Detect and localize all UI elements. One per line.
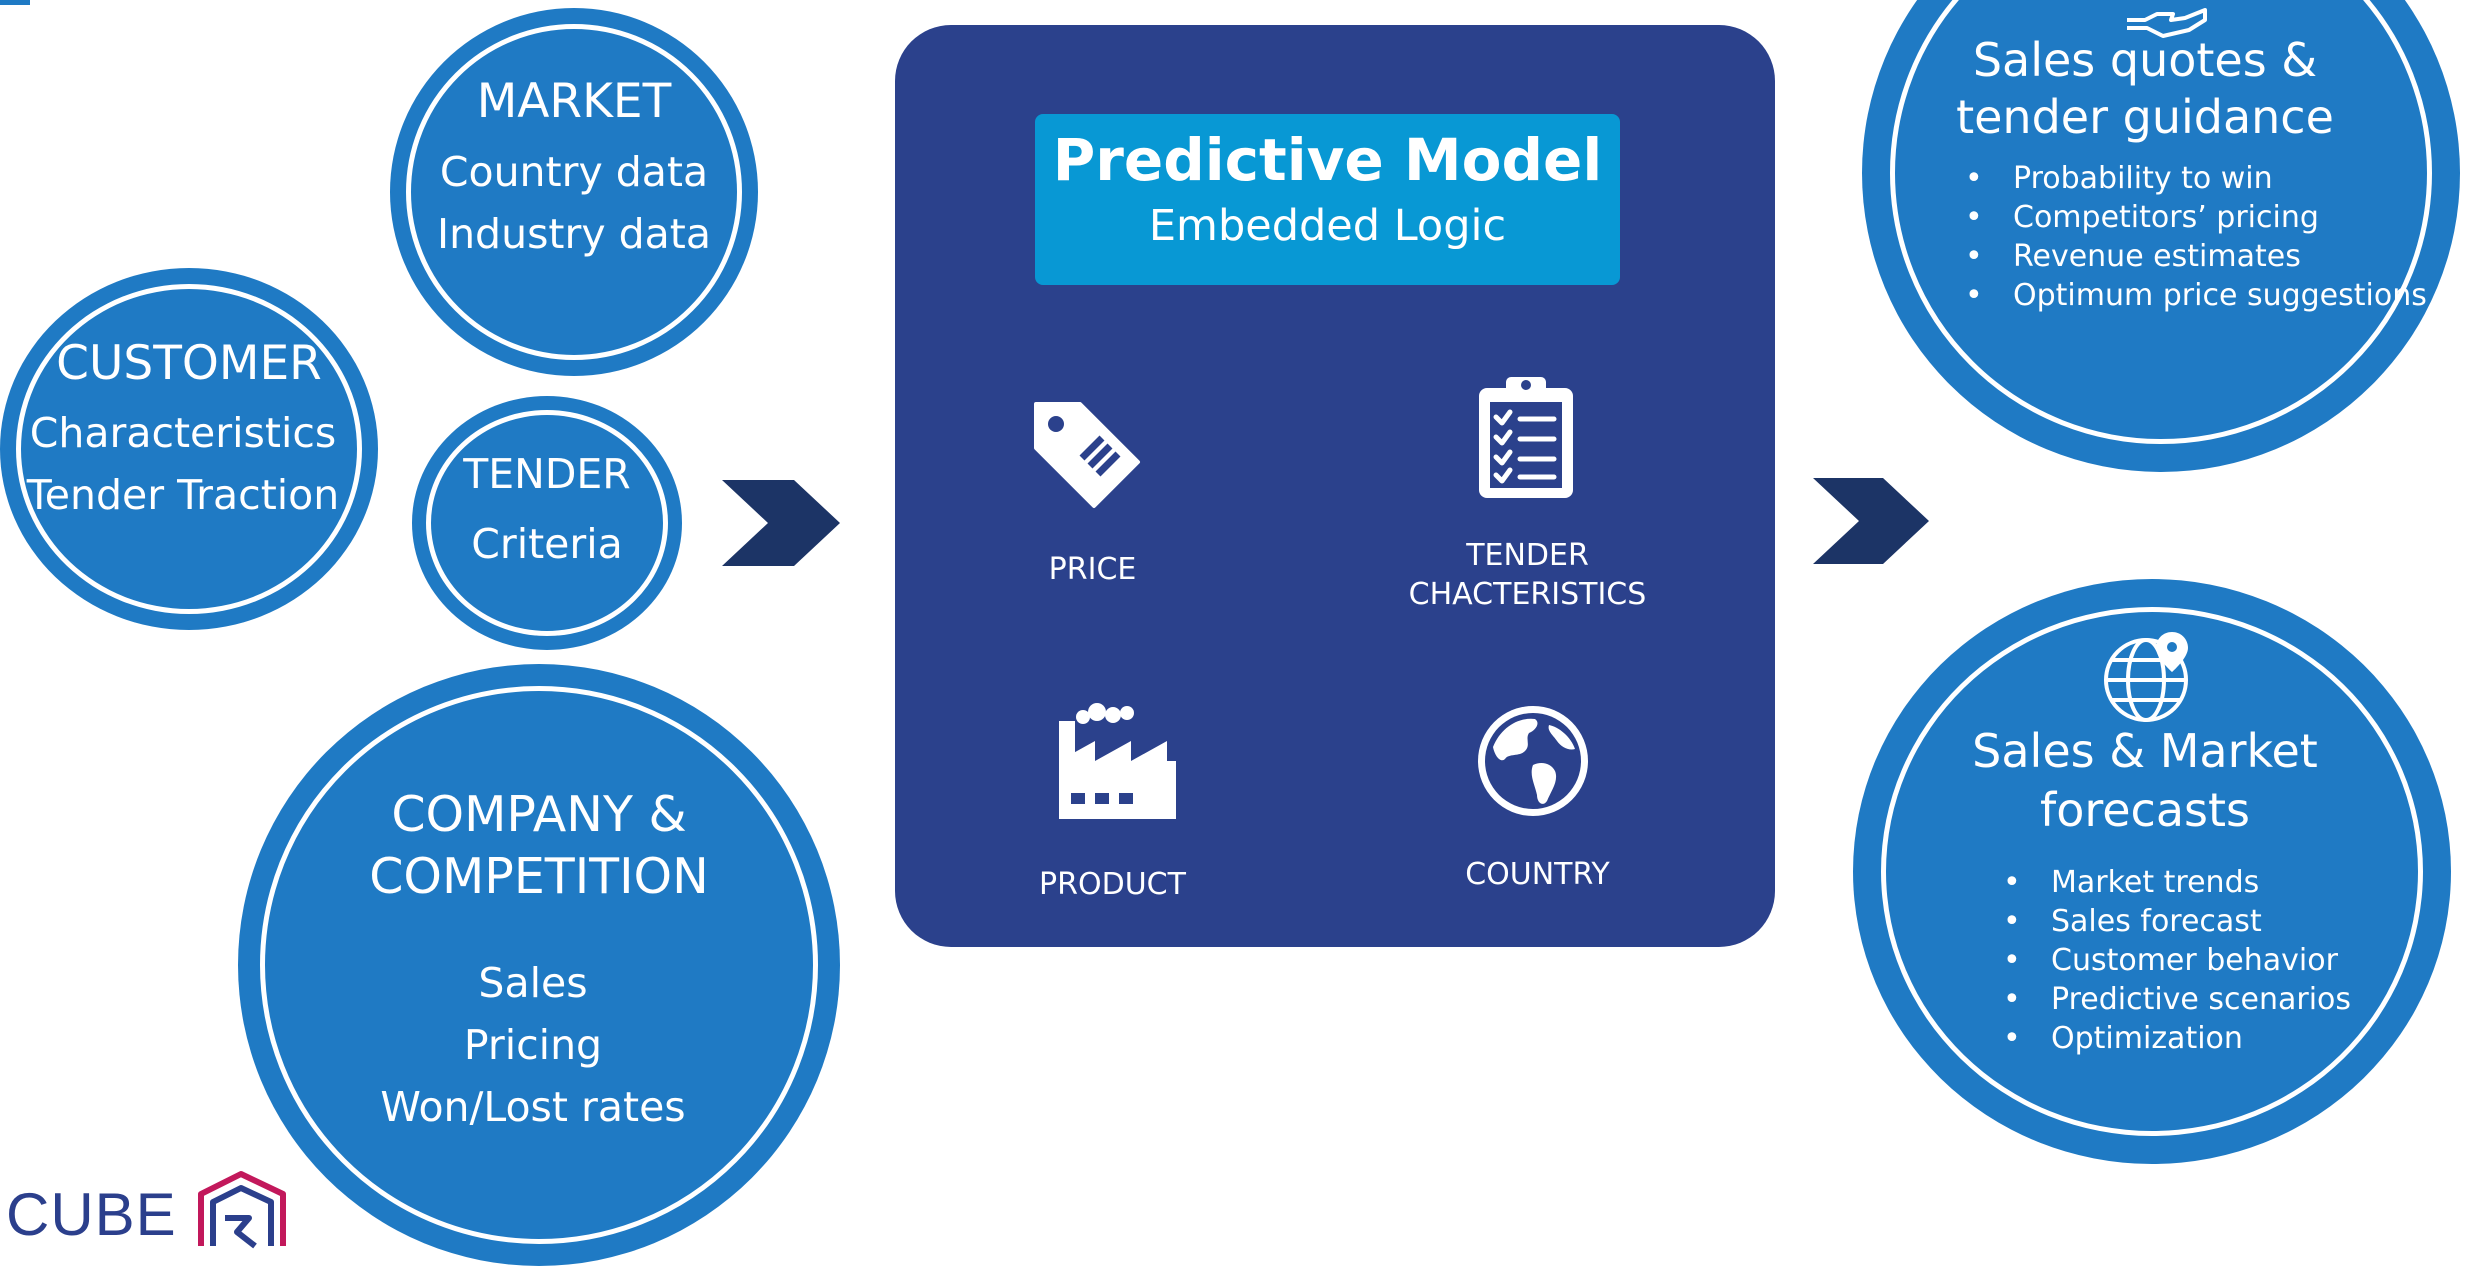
company-title-line-1: COMPANY & (391, 786, 687, 843)
company-line-2: Pricing (463, 1021, 603, 1069)
forecasts-title-line-1: Sales & Market (1972, 724, 2318, 778)
forecasts-bullet-item: Customer behavior (2003, 941, 2351, 980)
forecasts-bullet-item: Optimization (2003, 1019, 2351, 1058)
product-label: PRODUCT (1039, 867, 1186, 902)
market-line-2: Industry data (436, 210, 712, 258)
globe-icon (1478, 706, 1588, 816)
tender-title: TENDER (463, 450, 631, 498)
price-tag-icon (1034, 402, 1140, 508)
clipboard-checklist-icon (1479, 377, 1573, 498)
chevron-arrow-right (1813, 478, 1929, 564)
hand-icon (2127, 8, 2207, 38)
forecasts-bullet-item: Sales forecast (2003, 902, 2351, 941)
country-label: COUNTRY (1465, 857, 1610, 892)
company-title-line-2: COMPETITION (369, 848, 709, 905)
cube-logo-mark (198, 1171, 286, 1249)
tender-characteristics-label-2: CHACTERISTICS (1408, 577, 1647, 612)
company-line-3: Won/Lost rates (380, 1083, 686, 1131)
corner-mark (0, 0, 30, 5)
customer-line-2: Tender Traction (26, 471, 340, 519)
tender-characteristics-label-1: TENDER (1466, 538, 1589, 573)
factory-icon (1059, 703, 1176, 819)
forecasts-bullet-item: Predictive scenarios (2003, 980, 2351, 1019)
model-title: Predictive Model (1052, 126, 1603, 194)
quotes-bullet-item: Competitors’ pricing (1965, 198, 2427, 237)
quotes-bullet-item: Probability to win (1965, 159, 2427, 198)
price-label: PRICE (1048, 552, 1137, 587)
predictive-model-banner (1035, 114, 1620, 285)
company-line-1: Sales (478, 959, 588, 1007)
quotes-title-line-2: tender guidance (1956, 90, 2334, 144)
customer-title: CUSTOMER (56, 336, 322, 391)
customer-circle (0, 268, 378, 630)
model-subtitle: Embedded Logic (1148, 201, 1507, 251)
customer-line-1: Characteristics (29, 409, 337, 457)
market-line-1: Country data (439, 148, 709, 196)
forecasts-title-line-2: forecasts (2040, 783, 2250, 837)
forecasts-bullet-item: Market trends (2003, 863, 2351, 902)
tender-circle (412, 396, 682, 650)
logo-text: CUBE (6, 1181, 177, 1248)
company-circle (238, 664, 840, 1266)
quotes-bullet-list: Probability to win Competitors’ pricing … (1965, 159, 2427, 315)
market-circle (390, 8, 758, 376)
quotes-bullet-item: Optimum price suggestions (1965, 276, 2427, 315)
quotes-bullet-item: Revenue estimates (1965, 237, 2427, 276)
quotes-title-line-1: Sales quotes & (1972, 33, 2318, 87)
forecasts-bullet-list: Market trends Sales forecast Customer be… (2003, 863, 2351, 1058)
market-title: MARKET (476, 74, 672, 129)
chevron-arrow-left (722, 480, 840, 566)
globe-pin-icon (2104, 632, 2188, 722)
tender-line-1: Criteria (471, 520, 623, 568)
